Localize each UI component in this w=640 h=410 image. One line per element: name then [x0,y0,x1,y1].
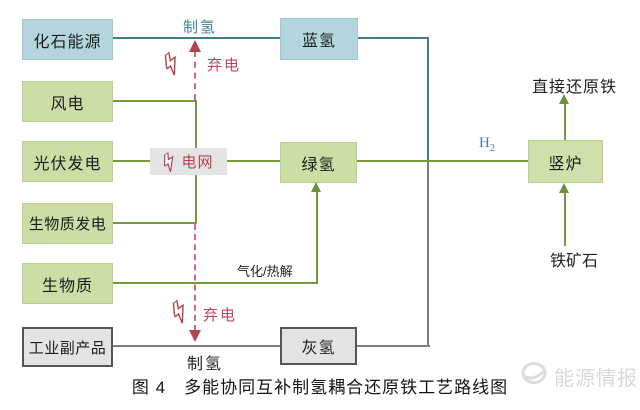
industrial-to-gray-hydrogen-line [113,345,280,347]
node-wind-power: 风电 [22,81,113,122]
curtailed-power-bottom-arrow [189,330,201,342]
watermark-logo-icon [520,361,548,391]
node-gray-hydrogen: 灰氢 [280,327,357,365]
lightning-icon [159,50,187,81]
node-blue-hydrogen: 蓝氢 [280,18,358,60]
node-biomass: 生物质 [22,263,113,304]
node-biomass-power: 生物质发电 [22,203,113,244]
arrow-to-direct-reduced-iron [559,94,569,104]
biomass-line [113,282,318,284]
label-curtailed-power-top: 弃电 [207,57,242,74]
node-green-hydrogen: 绿氢 [280,142,357,183]
node-shaft-furnace: 竖炉 [528,140,603,183]
blue-hydrogen-out-line [357,37,429,39]
gray-hydrogen-out-line [357,345,430,347]
gasification-line [316,191,318,283]
furnace-output-line [564,102,566,140]
label-direct-reduced-iron: 直接还原铁 [532,79,618,96]
label-hydrogen-production-top: 制氢 [183,19,218,36]
label-h2: H2 [479,135,495,154]
biomass-power-line [113,222,197,224]
h2-symbol: H [479,135,490,151]
figure-caption: 图 4 多能协同互补制氢耦合还原铁工艺路线图 [131,378,509,397]
fossil-to-blue-hydrogen-line [113,37,280,39]
blue-hydrogen-down-line [427,37,429,163]
label-iron-ore: 铁矿石 [550,253,599,270]
arrow-into-green-hydrogen [311,182,321,192]
label-gasification-pyrolysis: 气化/热解 [237,264,293,279]
lightning-icon [160,150,181,172]
gray-hydrogen-up-line [427,162,429,346]
curtailed-power-top-dashed-line [194,51,196,100]
lightning-icon [167,298,195,329]
wind-power-line [113,100,197,102]
arrow-into-furnace [559,183,569,193]
node-power-grid: 电网 [150,148,227,175]
node-pv-power: 光伏发电 [22,141,113,182]
label-hydrogen-production-bottom: 制氢 [187,356,224,373]
label-curtailed-power-bottom: 弃电 [203,307,238,324]
h2-subscript: 2 [489,143,495,154]
curtailed-power-bottom-dashed-line [194,224,196,331]
curtailed-power-top-arrow [189,40,201,52]
hydrogen-to-furnace-line [357,160,528,162]
power-grid-label: 电网 [181,154,214,171]
watermark: 能源情报 [520,361,638,391]
node-fossil-energy: 化石能源 [22,19,113,60]
watermark-text: 能源情报 [554,367,638,390]
node-industrial-byproduct: 工业副产品 [22,327,113,367]
iron-ore-line [564,191,566,246]
